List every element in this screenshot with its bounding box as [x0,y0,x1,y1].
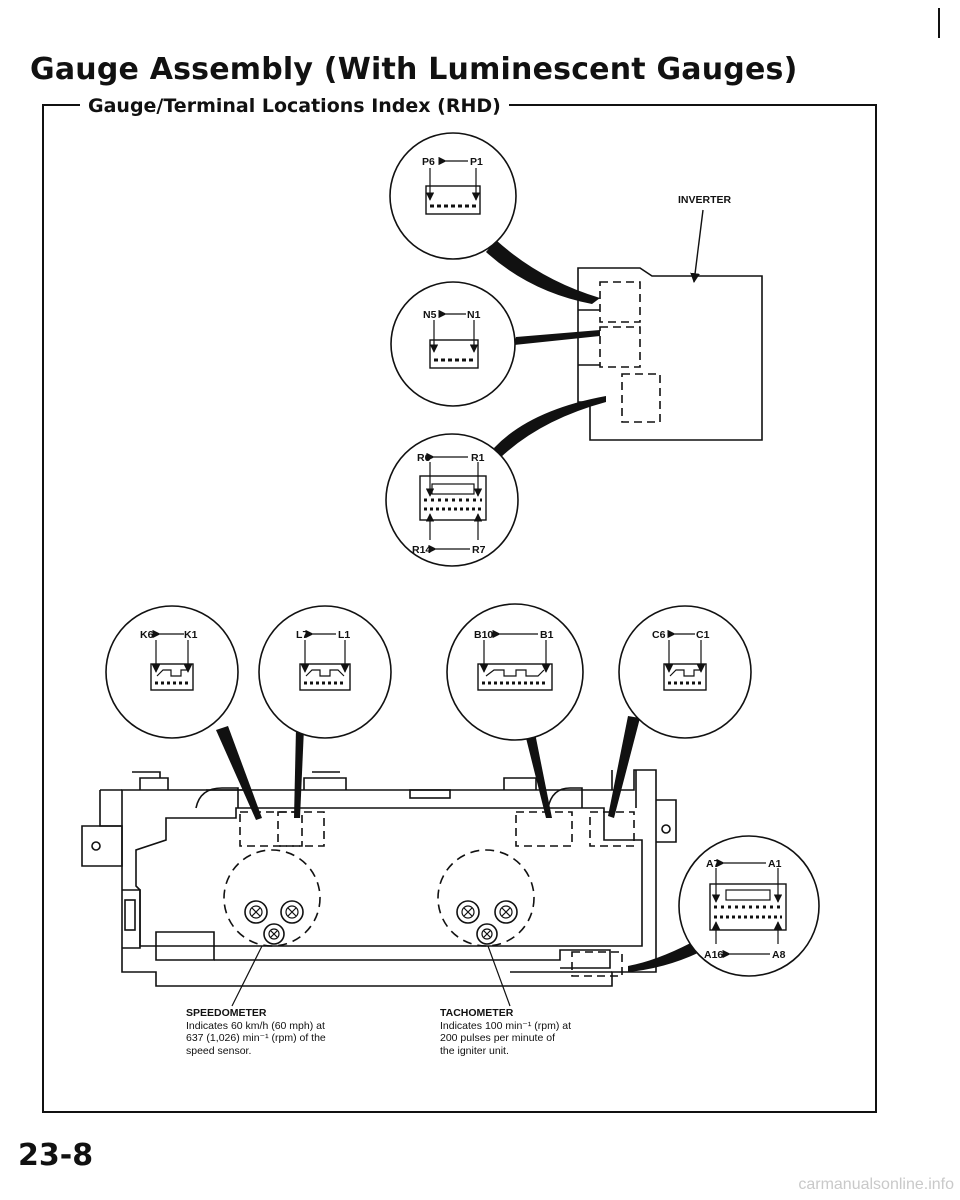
page-subtitle: Gauge/Terminal Locations Index (RHD) [80,95,509,117]
tachometer-note-title: TACHOMETER [440,1007,514,1019]
pin-label: P6 [422,156,435,168]
tachometer-note-line: the igniter unit. [440,1044,509,1057]
pin-label: C1 [696,629,710,641]
pin-label: R1 [471,452,485,464]
speedometer-gauge [223,849,321,947]
gauge-housing [81,769,677,987]
connector-b-callout: B10 B1 [446,603,584,741]
pin-label: P1 [470,156,483,168]
inverter-label: INVERTER [678,194,732,206]
pin-label: C6 [652,629,666,641]
pin-label: N5 [423,309,437,321]
speedometer-note-title: SPEEDOMETER [186,1007,267,1019]
pin-label: L1 [338,629,350,641]
pin-label: A8 [772,949,786,961]
pin-label: R6 [417,452,431,464]
connector-p-callout: P6 P1 [389,132,517,260]
connector-k-callout: K6 K1 [105,605,239,739]
pin-label: A7 [706,858,720,870]
pin-label: N1 [467,309,481,321]
inverter-unit [577,267,763,441]
socket-outlines [239,811,635,977]
speedometer-note-line: Indicates 60 km/h (60 mph) at [186,1019,325,1032]
page-number: 23-8 [18,1138,94,1173]
pin-label: K6 [140,629,154,641]
connector-n-callout: N5 N1 [390,281,516,407]
pin-label: A1 [768,858,782,870]
connector-a-callout: A7 A1 A16 A8 [678,835,820,977]
tachometer-note-line: 200 pulses per minute of [440,1032,555,1044]
tachometer-gauge [437,849,535,947]
pin-label: B10 [474,629,493,641]
pin-label: R7 [472,544,486,556]
tachometer-note: TACHOMETER Indicates 100 min⁻¹ (rpm) at … [440,1007,571,1057]
pin-label: A16 [704,949,723,961]
pin-label: B1 [540,629,554,641]
pin-label: K1 [184,629,198,641]
connector-l-callout: L7 L1 [258,605,392,739]
speedometer-note-line: 637 (1,026) min⁻¹ (rpm) of the [186,1032,326,1044]
connector-c-callout: C6 C1 [618,605,752,739]
page-title: Gauge Assembly (With Luminescent Gauges) [30,52,798,87]
watermark: carmanualsonline.info [798,1176,954,1193]
speedometer-note: SPEEDOMETER Indicates 60 km/h (60 mph) a… [186,1007,326,1057]
pin-label: R14 [412,544,431,556]
connector-r-callout: R6 R1 R14 R7 [385,433,519,567]
pin-label: L7 [296,629,308,641]
speedometer-note-line: speed sensor. [186,1044,252,1057]
tachometer-note-line: Indicates 100 min⁻¹ (rpm) at [440,1019,572,1032]
